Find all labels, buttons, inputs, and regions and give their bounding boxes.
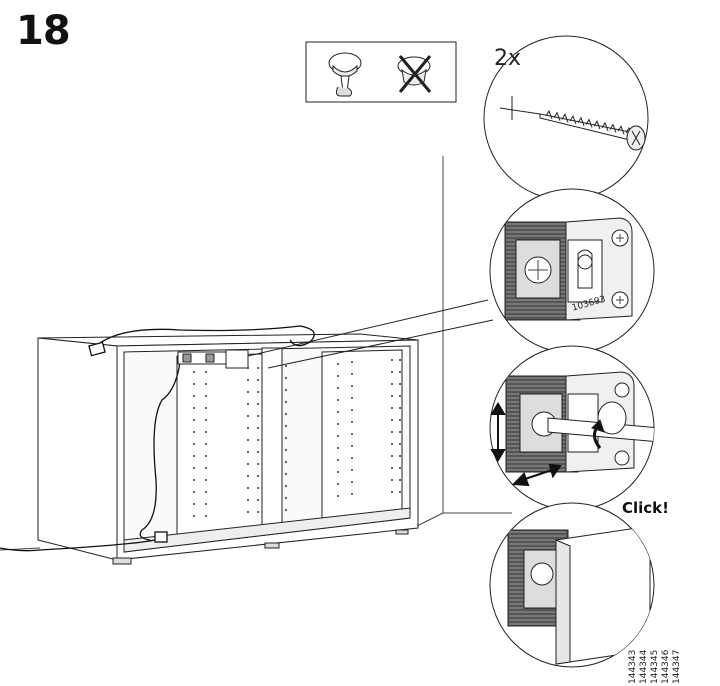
callout-lines	[247, 299, 494, 369]
screw-quantity: 2x	[494, 46, 522, 71]
screw-icon	[499, 96, 646, 151]
click-label: Click!	[622, 499, 669, 517]
mount-detail-circle	[489, 188, 655, 354]
adjust-horizontal-arrow-icon	[511, 463, 562, 487]
screw-head-icon	[524, 256, 552, 284]
article-number: 144346	[661, 649, 671, 684]
screwdriver-shaft	[547, 401, 654, 443]
screw-detail-circle	[483, 35, 649, 201]
power-cable	[0, 325, 315, 552]
cabinet-fittings	[177, 349, 249, 369]
drill-icon	[397, 55, 432, 93]
click-detail-circle	[489, 502, 655, 668]
article-number: 144345	[650, 649, 660, 684]
shelf-pin-holes	[193, 359, 401, 517]
tighten-detail-circle	[489, 345, 655, 511]
step-number: 18	[16, 8, 71, 54]
screwdriver-icon	[328, 52, 362, 97]
tool-box	[305, 41, 457, 103]
adjust-vertical-arrow-icon	[490, 402, 506, 462]
article-number: 144343	[628, 649, 638, 684]
article-numbers: 144343 144344 144345 144346 144347	[628, 592, 692, 684]
article-number: 144344	[639, 649, 649, 684]
cabinet-frame	[37, 333, 419, 565]
article-number: 144347	[672, 649, 682, 684]
